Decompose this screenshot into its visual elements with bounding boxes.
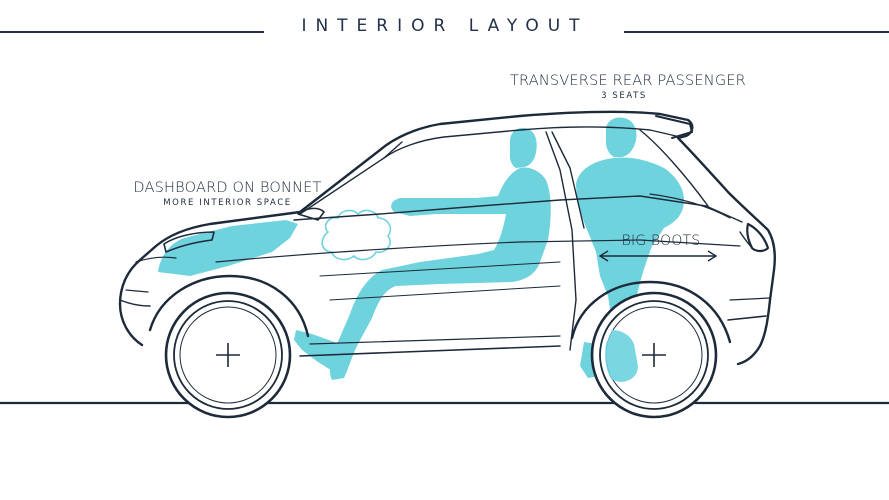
passenger-head [605, 117, 637, 157]
label-rear-passenger-main: TRANSVERSE REAR PASSENGER [510, 73, 746, 89]
driver-body [329, 167, 551, 380]
label-rear-passenger: TRANSVERSE REAR PASSENGER 3 SEATS [510, 73, 746, 101]
driver-foot [294, 330, 350, 372]
passenger-body [576, 157, 684, 380]
page-title: INTERIOR LAYOUT [301, 16, 589, 36]
front-wheel [164, 291, 292, 419]
label-dashboard: DASHBOARD ON BONNET MORE INTERIOR SPACE [130, 180, 325, 208]
label-big-boots-main: BIG BOOTS [621, 233, 701, 249]
double-arrow-icon [598, 250, 718, 262]
title-row: INTERIOR LAYOUT [0, 14, 889, 44]
label-rear-passenger-sub: 3 SEATS [601, 91, 647, 101]
rear-wheel [590, 291, 718, 419]
dashboard-shape [158, 220, 298, 276]
airbag-cloud-icon [321, 209, 392, 261]
label-dashboard-main: DASHBOARD ON BONNET [133, 180, 322, 196]
label-dashboard-sub: MORE INTERIOR SPACE [163, 198, 292, 208]
car-body-outline [118, 110, 776, 366]
title-rule-left [0, 31, 264, 33]
front-wheel-hub-cross [216, 343, 240, 367]
label-big-boots: BIG BOOTS [616, 233, 706, 249]
rear-wheel-hub-cross [642, 343, 666, 367]
title-rule-right [624, 31, 889, 33]
passenger-leg-overlay [605, 330, 638, 382]
driver-head [509, 128, 537, 168]
car-outline [118, 110, 776, 366]
